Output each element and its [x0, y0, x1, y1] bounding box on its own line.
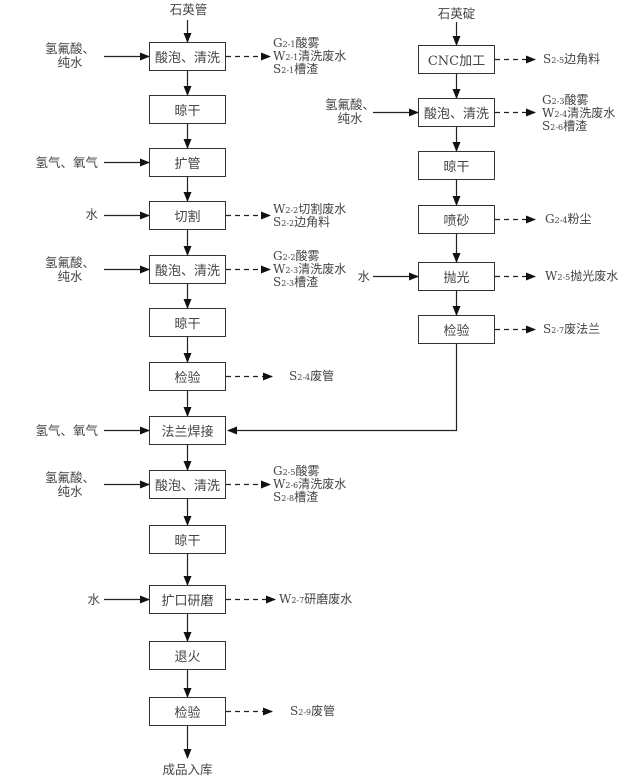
- step-cnc-machining: CNC加工: [418, 45, 495, 74]
- step-dry-2: 晾干: [149, 308, 226, 337]
- emission-item: G2-5酸雾: [273, 464, 320, 478]
- emissions-sandblast: G2-4粉尘: [545, 213, 592, 226]
- emission-item: W2-3清洗废水: [273, 262, 347, 276]
- step-flange-weld: 法兰焊接: [149, 416, 226, 445]
- step-acid-clean-3: 酸泡、清洗: [149, 470, 226, 499]
- emission-item: W2-7研磨废水: [279, 592, 353, 606]
- emission-item: G2-2酸雾: [273, 249, 320, 263]
- source-quartz-ingot: 石英碇: [437, 6, 476, 21]
- emission-item: G2-4粉尘: [545, 212, 592, 226]
- input-hydrogen-oxygen-1: 氢气、氧气: [35, 155, 98, 170]
- emission-item: W2-4清洗废水: [542, 106, 616, 120]
- step-dry-3: 晾干: [149, 525, 226, 554]
- step-acid-clean-2: 酸泡、清洗: [149, 255, 226, 284]
- emission-item: G2-3酸雾: [542, 93, 589, 107]
- step-inspect-1: 检验: [149, 362, 226, 391]
- step-acid-clean-r: 酸泡、清洗: [418, 98, 495, 127]
- input-hydrogen-oxygen-2: 氢气、氧气: [35, 423, 98, 438]
- input-hf-water-2: 氢氟酸、 纯水: [44, 255, 95, 284]
- emission-item: W2-5抛光废水: [545, 269, 619, 283]
- emissions-inspect-2: S2-9废管: [290, 705, 335, 718]
- emission-item: S2-5边角料: [543, 52, 601, 66]
- step-tube-expand: 扩管: [149, 148, 226, 177]
- emission-item: S2-1槽渣: [273, 62, 319, 76]
- emission-item: S2-7废法兰: [543, 322, 601, 336]
- emission-item: S2-3槽渣: [273, 275, 319, 289]
- emission-item: S2-8槽渣: [273, 490, 319, 504]
- emissions-cnc: S2-5边角料: [543, 53, 600, 66]
- step-flare-grind: 扩口研磨: [149, 585, 226, 614]
- step-dry-r: 晾干: [418, 151, 495, 180]
- emission-item: S2-9废管: [290, 704, 336, 718]
- input-hf-water-1: 氢氟酸、 纯水: [44, 41, 95, 70]
- emission-item: S2-2边角料: [273, 215, 331, 229]
- product-storage: 成品入库: [162, 762, 213, 777]
- emissions-flare-grind: W2-7研磨废水: [279, 593, 352, 606]
- step-anneal: 退火: [149, 641, 226, 670]
- step-acid-clean-1: 酸泡、清洗: [149, 42, 226, 71]
- input-water-grinding: 水: [87, 592, 100, 607]
- emission-item: W2-6清洗废水: [273, 477, 347, 491]
- source-quartz-tube: 石英管: [169, 2, 208, 17]
- step-polish: 抛光: [418, 262, 495, 291]
- emission-item: W2-1清洗废水: [273, 49, 347, 63]
- input-water-cutting: 水: [85, 207, 98, 222]
- step-inspect-2: 检验: [149, 697, 226, 726]
- emissions-polish: W2-5抛光废水: [545, 270, 618, 283]
- step-inspect-r: 检验: [418, 315, 495, 344]
- step-cutting: 切割: [149, 201, 226, 230]
- join-arrow-to-flange-weld: [227, 344, 458, 435]
- emission-item: W2-2切割废水: [273, 202, 347, 216]
- input-hf-water-3: 氢氟酸、 纯水: [44, 470, 95, 499]
- input-water-polish: 水: [357, 269, 370, 284]
- input-hf-water-r: 氢氟酸、 纯水: [324, 97, 375, 126]
- emission-item: S2-4废管: [289, 369, 335, 383]
- emissions-inspect-1: S2-4废管: [289, 370, 334, 383]
- emission-item: G2-1酸雾: [273, 36, 320, 50]
- step-sandblast: 喷砂: [418, 205, 495, 234]
- emission-item: S2-6槽渣: [542, 119, 588, 133]
- step-dry-1: 晾干: [149, 95, 226, 124]
- emissions-inspect-r: S2-7废法兰: [543, 323, 600, 336]
